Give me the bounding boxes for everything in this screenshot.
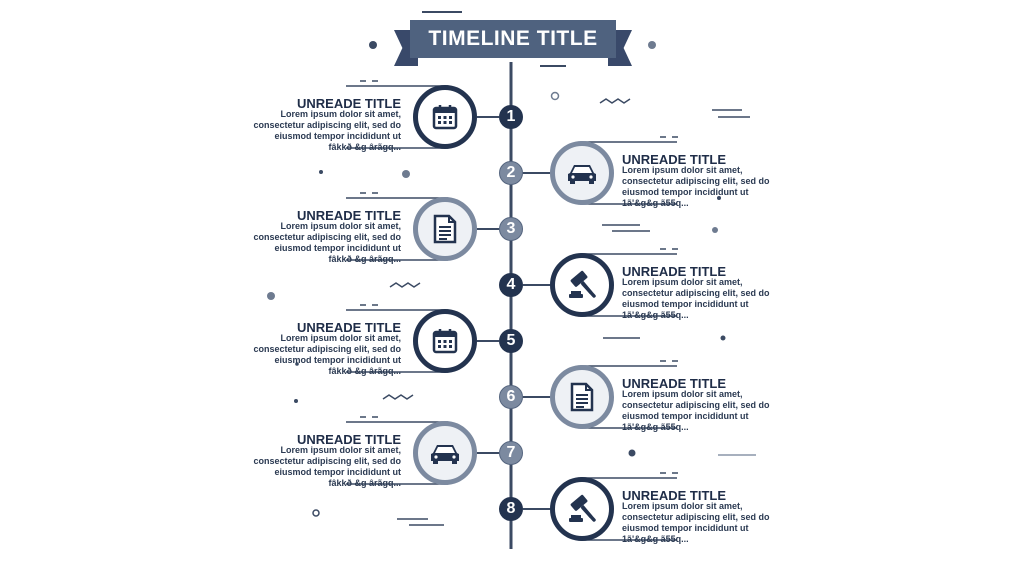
deco-dot [369,41,377,49]
step-title: UNREADE TITLE [622,152,726,167]
deco-dot [319,170,323,174]
step-icon-badge [413,309,477,373]
step-icon-badge [550,477,614,541]
step-number: 6 [499,385,523,409]
step-description: Lorem ipsum dolor sit amet, consectetur … [253,333,401,376]
document-icon [570,382,594,412]
step-description: Lorem ipsum dolor sit amet, consectetur … [622,277,770,320]
step-number: 3 [499,217,523,241]
deco-wave [382,394,414,400]
step-title: UNREADE TITLE [297,320,401,335]
calendar-icon [431,327,459,355]
deco-ring [550,91,560,101]
step-title: UNREADE TITLE [622,264,726,279]
deco-dot [294,399,298,403]
step-title: UNREADE TITLE [297,208,401,223]
step-title: UNREADE TITLE [297,96,401,111]
step-title: UNREADE TITLE [622,376,726,391]
step-title: UNREADE TITLE [622,488,726,503]
deco-dot [648,41,656,49]
deco-dot [720,335,726,341]
step-title: UNREADE TITLE [297,432,401,447]
step-description: Lorem ipsum dolor sit amet, consectetur … [622,389,770,432]
calendar-icon [431,103,459,131]
deco-dot [267,292,275,300]
document-icon [433,214,457,244]
step-number: 7 [499,441,523,465]
step-description: Lorem ipsum dolor sit amet, consectetur … [253,445,401,488]
deco-dot [628,449,636,457]
step-icon-badge [413,197,477,261]
title-banner: TIMELINE TITLE [410,20,616,58]
car-icon [566,161,598,185]
car-icon [429,441,461,465]
deco-ring [312,509,320,517]
step-icon-badge [550,365,614,429]
deco-wave [389,282,421,288]
step-icon-badge [413,421,477,485]
page-title: TIMELINE TITLE [428,27,598,50]
deco-wave [599,98,631,104]
step-description: Lorem ipsum dolor sit amet, consectetur … [622,165,770,208]
step-description: Lorem ipsum dolor sit amet, consectetur … [253,109,401,152]
step-number: 4 [499,273,523,297]
step-icon-badge [550,141,614,205]
step-icon-badge [413,85,477,149]
deco-dot [712,227,718,233]
deco-dot [402,170,410,178]
step-number: 2 [499,161,523,185]
step-description: Lorem ipsum dolor sit amet, consectetur … [253,221,401,264]
deco-dot [295,362,299,366]
step-icon-badge [550,253,614,317]
gavel-icon [566,270,598,300]
step-number: 1 [499,105,523,129]
deco-dot [717,196,721,200]
step-description: Lorem ipsum dolor sit amet, consectetur … [622,501,770,544]
step-number: 8 [499,497,523,521]
connector-lines [346,80,678,541]
step-number: 5 [499,329,523,353]
gavel-icon [566,494,598,524]
